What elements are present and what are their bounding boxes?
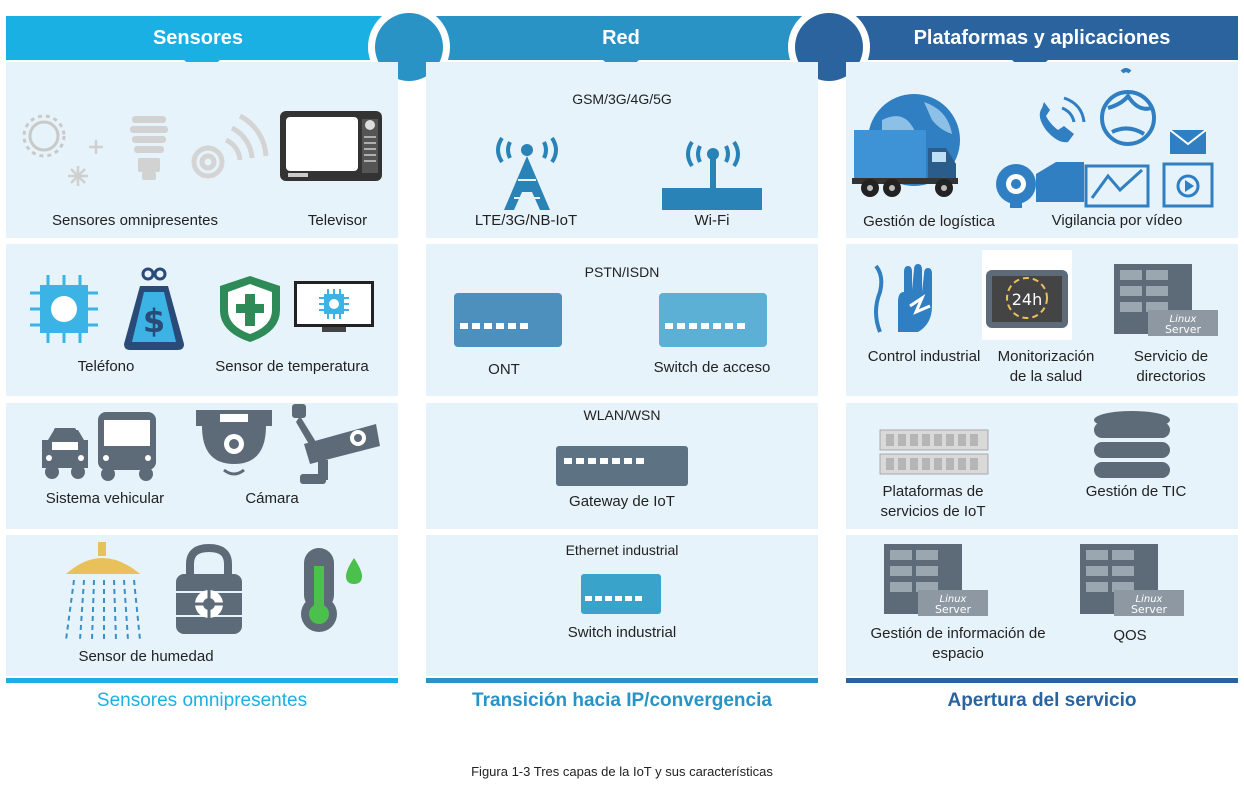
industrial-switch-icon: [581, 574, 661, 614]
label-ont: ONT: [488, 361, 520, 378]
label-iot-platforms: Plataformas de servicios de IoT: [880, 483, 986, 520]
header-platforms-title: Plataformas y aplicaciones: [913, 26, 1171, 49]
label-vehicle-system: Sistema vehicular: [45, 490, 165, 507]
shield-icon: [220, 276, 280, 342]
sensors-footer-bar: [6, 678, 398, 683]
server-text: Server: [1165, 323, 1202, 336]
wifi-router-icon: [662, 140, 762, 210]
health-monitor-24h-icon: 24h: [982, 250, 1072, 340]
server-text-2: Server: [935, 603, 972, 616]
video-surveillance-icon: [996, 68, 1214, 208]
header-network-title: Red: [602, 26, 640, 49]
header-network: Red: [426, 16, 816, 60]
linux-text: Linux: [1170, 314, 1197, 325]
label-video-surveillance: Vigilancia por vídeo: [1051, 212, 1183, 229]
network-row-3-title: WLAN/WSN: [583, 407, 661, 423]
label-iot-gateway: Gateway de IoT: [569, 493, 675, 510]
wireless-signal-icon: [191, 113, 269, 179]
access-switch-icon: [659, 293, 767, 347]
chip-icon: [30, 275, 98, 343]
label-industrial-control: Control industrial: [867, 348, 981, 365]
qos-server-icon: Linux Server: [1080, 544, 1184, 616]
linux-text-2: Linux: [940, 594, 967, 605]
server-text-3: Server: [1131, 603, 1168, 616]
space-info-server-icon: Linux Server: [884, 544, 988, 616]
label-tv: Televisor: [307, 212, 368, 229]
label-space-info-management: Gestión de información de espacio: [870, 625, 1046, 662]
label-ict-management: Gestión de TIC: [1085, 483, 1187, 500]
television-icon: [280, 111, 382, 181]
network-row-1-title: GSM/3G/4G/5G: [572, 91, 672, 107]
sensors-footer: Sensores omnipresentes: [96, 690, 308, 711]
network-footer: Transición hacia IP/convergencia: [472, 690, 772, 711]
network-row-4-title: Ethernet industrial: [565, 542, 679, 558]
label-humidity-sensor: Sensor de humedad: [78, 648, 214, 665]
label-qos: QOS: [1113, 627, 1147, 644]
iot-gateway-icon: [556, 446, 688, 486]
ont-device-icon: [454, 293, 562, 347]
database-icon: [1094, 411, 1170, 478]
industrial-control-hand-icon: [874, 264, 932, 333]
header-sensors-title: Sensores: [152, 26, 244, 49]
network-row-2-title: PSTN/ISDN: [584, 264, 660, 280]
security-camera-icon: [292, 404, 380, 484]
platforms-footer: Apertura del servicio: [947, 690, 1137, 711]
clock-24h-text: 24h: [1012, 290, 1043, 309]
linux-server-icon: Linux Server: [1114, 264, 1218, 336]
gear-sun-icon: [22, 114, 103, 186]
thermometer-icon: [301, 548, 362, 632]
logistics-truck-icon: [852, 94, 960, 197]
platforms-footer-bar: [846, 678, 1238, 683]
label-industrial-switch: Switch industrial: [567, 624, 677, 641]
safe-lock-icon: [176, 544, 242, 634]
monitor-chip-icon: [294, 281, 374, 332]
vehicles-icon: [42, 412, 156, 481]
label-lte: LTE/3G/NB-IoT: [474, 212, 578, 229]
label-wifi: Wi-Fi: [694, 212, 730, 229]
money-bag-icon: $: [124, 267, 184, 350]
svg-text:$: $: [143, 302, 165, 340]
label-ubiquitous-sensors: Sensores omnipresentes: [52, 212, 218, 229]
iot-platform-servers-icon: [879, 429, 989, 475]
light-bulb-icon: [130, 116, 168, 180]
header-sensors: Sensores: [6, 16, 398, 60]
label-logistics: Gestión de logística: [863, 213, 995, 230]
label-directory-service: Servicio de directorios: [1133, 348, 1209, 385]
network-footer-bar: [426, 678, 818, 683]
header-platforms: Plataformas y aplicaciones: [846, 16, 1238, 60]
shower-icon: [65, 542, 141, 641]
figure-caption: Figura 1-3 Tres capas de la IoT y sus ca…: [471, 764, 773, 779]
label-phone: Teléfono: [77, 358, 135, 375]
dome-camera-icon: [196, 410, 272, 476]
linux-text-3: Linux: [1136, 594, 1163, 605]
cell-tower-icon: [496, 136, 558, 210]
label-temperature-sensor: Sensor de temperatura: [215, 358, 369, 375]
label-health-monitoring: Monitorización de la salud: [997, 348, 1095, 385]
label-camera: Cámara: [245, 490, 299, 507]
label-access-switch: Switch de acceso: [653, 359, 771, 376]
